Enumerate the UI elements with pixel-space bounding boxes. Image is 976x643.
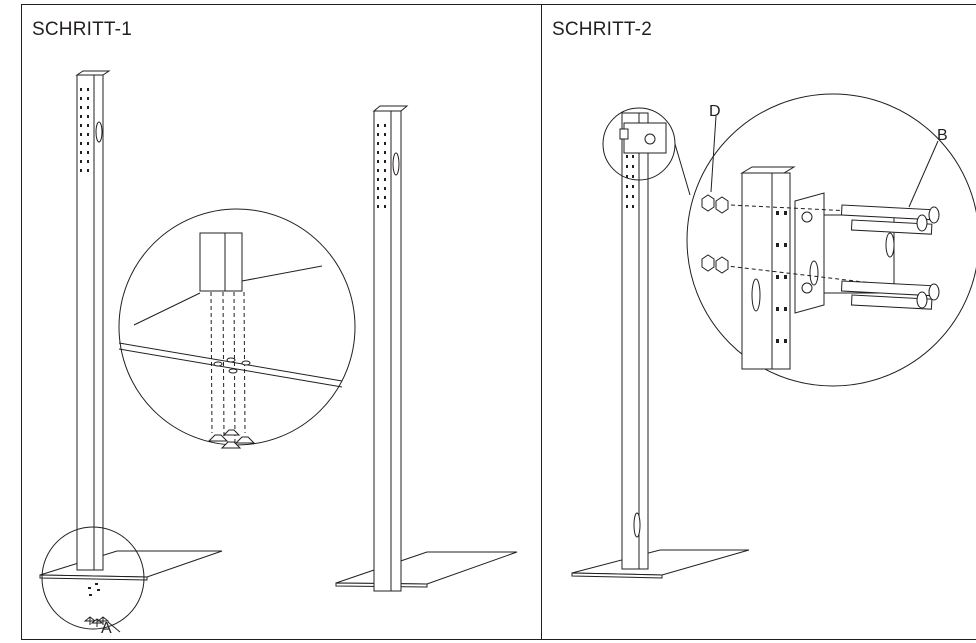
step-2-illustration [571, 93, 976, 579]
stand-3-column [621, 112, 649, 570]
base-screw-holes [88, 583, 100, 596]
stand-2-column [372, 105, 409, 592]
stand-2-base-plate [335, 551, 518, 585]
callout-b: B [937, 127, 948, 144]
bracket-small [619, 122, 667, 154]
base-detail-circle [41, 526, 145, 630]
step-2-panel: SCHRITT-2 [541, 4, 976, 640]
stand-1-base-plate [39, 550, 223, 578]
bracket-detail-magnifier [686, 93, 976, 387]
stand-1-column [75, 70, 111, 571]
step-1-panel: SCHRITT-1 [21, 4, 542, 640]
screws-a [83, 616, 121, 633]
callout-a: A [101, 620, 112, 637]
leader-b [908, 140, 939, 208]
stand-3-holes [626, 155, 634, 208]
detail-magnifier [118, 208, 356, 449]
stand-2-holes [377, 124, 386, 208]
step-2-title: SCHRITT-2 [552, 19, 652, 40]
step-1-title: SCHRITT-1 [32, 19, 132, 40]
step-1-illustration [39, 70, 518, 633]
stand-1-holes [80, 88, 89, 172]
callout-d: D [709, 103, 721, 120]
leader-d [710, 115, 717, 193]
stand-3-base-plate [571, 549, 750, 576]
